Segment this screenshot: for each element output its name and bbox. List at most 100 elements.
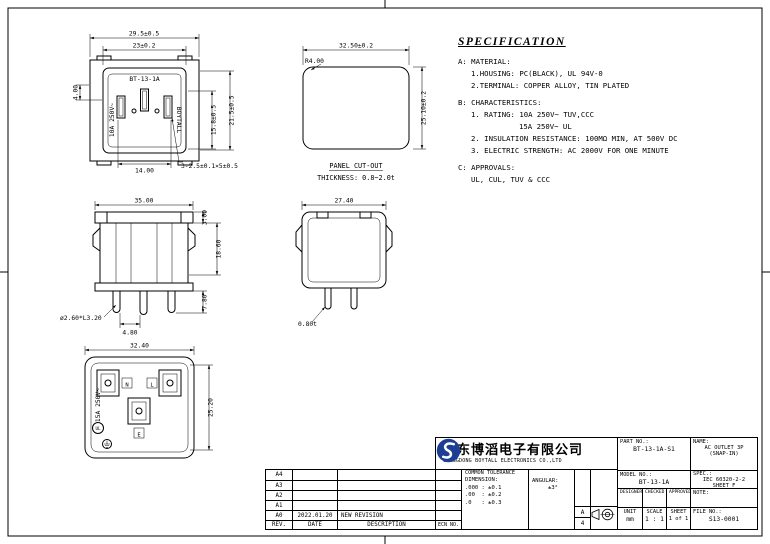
- projection-cell: [590, 506, 617, 529]
- description-cell: [337, 490, 435, 500]
- date-cell: [292, 500, 337, 510]
- back-dim-height: 25.20: [208, 398, 215, 417]
- note-cell: NOTE:: [690, 488, 757, 507]
- side-view-a-linework: [92, 201, 221, 328]
- back-terminal-live: L: [150, 383, 154, 389]
- spec-line: 2.TERMINAL: COPPER ALLOY, TIN PLATED: [471, 81, 630, 91]
- unit-value: mm: [626, 516, 634, 523]
- back-view: 32.40 N L E 15A 250V~ UL 25.20: [84, 343, 215, 459]
- spec-line: 2. INSULATION RESISTANCE: 100MΩ MIN, AT …: [471, 134, 678, 144]
- file-no-value: S13-0001: [708, 516, 740, 523]
- tolerance-title: COMMON TOLERANCE: [465, 470, 515, 476]
- spec-line: 1. RATING: 10A 250V~ TUV,CCC: [471, 109, 595, 119]
- spec-line: 3. ELECTRIC STRENGTH: AC 2000V FOR ONE M…: [471, 146, 669, 156]
- cutout-dim-radius: R4.00: [305, 58, 324, 65]
- ground-symbol-icon: [102, 439, 112, 449]
- file-no-cell: FILE NO.: S13-0001: [690, 507, 757, 529]
- side-a-dim-pin: 7.80: [202, 294, 209, 309]
- specification-section: SPECIFICATION A: MATERIAL: 1.HOUSING: PC…: [458, 36, 758, 186]
- side-a-dim-body: 18.60: [216, 239, 223, 258]
- part-no-cell: PART NO.: BT-13-1A-S1: [618, 438, 690, 470]
- scale-value: 1 : 1: [645, 516, 664, 523]
- side-a-dim-flange: 3.00: [202, 210, 209, 225]
- back-dim-width: 32.40: [130, 343, 149, 350]
- ul-mark-label: UL: [95, 426, 101, 431]
- part-no-value: BT-13-1A-S1: [633, 446, 675, 453]
- front-dim-right-inner: 15.8±0.5: [211, 105, 218, 136]
- front-dim-slots: 3-2.5±0.1×5±0.5: [181, 163, 238, 170]
- sheet-value: 1 of 1: [668, 516, 689, 522]
- front-dim-overall-width: 29.5±0.5: [129, 31, 160, 38]
- angular-label: ANGULAR:: [532, 478, 559, 484]
- date-cell: [292, 470, 337, 480]
- front-view-linework: [76, 34, 234, 168]
- side-a-dim-pitch: 4.80: [122, 330, 137, 337]
- file-no-label: FILE NO.:: [693, 509, 722, 515]
- side-view-a: 35.00 3.00 18.60 7.80 ø2.60*L3.20 4.80: [60, 198, 223, 337]
- sheet-label: SHEET: [670, 509, 687, 515]
- front-brand-label: BOYTALL: [175, 107, 182, 134]
- spec-line: B: CHARACTERISTICS:: [458, 97, 542, 107]
- company-name-cn: 广东博滔电子有限公司: [443, 442, 584, 458]
- designer-cell: DESIGNER: [618, 488, 642, 507]
- checked-cell: CHECKED: [642, 488, 666, 507]
- spec-title: SPECIFICATION: [458, 36, 566, 48]
- side-b-dim-width: 27.40: [335, 198, 354, 205]
- tolerance-block: COMMON TOLERANCE DIMENSION: .000 : ±0.1 …: [461, 469, 618, 530]
- projection-blank-cell: [590, 470, 617, 506]
- title-block: PART NO.: BT-13-1A-S1 NAME: AC OUTLET 3P…: [617, 437, 758, 530]
- ecn-cell: [435, 500, 461, 510]
- spec-value-line2: SHEET F: [712, 483, 736, 488]
- tolerance-dimension-cell: COMMON TOLERANCE DIMENSION: .000 : ±0.1 …: [462, 470, 528, 529]
- revision-table: A4 A3 A2 A1 A0 2022.01.20 NEW REVISION R…: [265, 469, 462, 530]
- side-view-b-linework: [295, 201, 393, 323]
- tolerance-angular-cell: ANGULAR: ±3°: [528, 470, 574, 529]
- spec-value-line1: IEC 60320-2-2: [702, 477, 746, 483]
- ecn-header: ECN NO.: [435, 520, 461, 529]
- cutout-caption: PANEL CUT-OUT: [329, 162, 382, 170]
- side-b-dim-thickness: 0.80t: [298, 321, 317, 328]
- sheet-cell: SHEET 1 of 1: [666, 507, 690, 529]
- front-dim-inner-width: 23±0.2: [133, 43, 156, 50]
- checked-label: CHECKED: [645, 490, 665, 495]
- paper-size-number: 4: [574, 517, 590, 529]
- back-view-linework: [84, 346, 213, 459]
- approved-cell: APPROVED: [666, 488, 690, 507]
- date-header: DATE: [292, 520, 337, 529]
- back-terminal-earth: E: [137, 433, 140, 439]
- note-label: NOTE:: [693, 490, 709, 496]
- rev-cell: A4: [275, 472, 283, 478]
- spec-line: 1.HOUSING: PC(BLACK), UL 94V-0: [471, 69, 603, 79]
- unit-cell: UNIT mm: [618, 507, 642, 529]
- front-rating-label: 10A 250V~: [109, 103, 116, 137]
- description-cell: NEW REVISION: [337, 510, 435, 520]
- cutout-dim-width: 32.50±0.2: [339, 43, 373, 50]
- tolerance-value-2: .00 : ±0.2: [465, 492, 502, 499]
- cutout-dim-height: 25.10±0.2: [421, 91, 428, 125]
- front-dim-bottom: 14.00: [135, 168, 154, 175]
- back-terminal-neutral: N: [125, 383, 128, 389]
- panel-cutout-view: 32.50±0.2 R4.00 25.10±0.2 PANEL CUT-OUT …: [302, 43, 428, 182]
- company-name-en: GUANGDONG BOYTALL ELECTRONICS CO.,LTD: [443, 457, 562, 464]
- company-block: 广东博滔电子有限公司 GUANGDONG BOYTALL ELECTRONICS…: [435, 437, 618, 470]
- spec-line: UL, CUL, TUV & CCC: [471, 174, 551, 184]
- description-cell: [337, 480, 435, 490]
- rev-cell: A3: [266, 480, 292, 490]
- side-a-dim-hole: ø2.60*L3.20: [60, 315, 102, 322]
- name-cell: NAME: AC OUTLET 3P (SNAP-IN): [690, 438, 757, 470]
- back-rating-label: 15A 250V~: [95, 388, 102, 422]
- rev-cell: A1: [266, 500, 292, 510]
- cutout-thickness: THICKNESS: 0.8~2.0t: [317, 174, 395, 182]
- description-cell: [337, 500, 435, 510]
- front-model-label: BT-13-1A: [129, 76, 160, 83]
- scale-label: SCALE: [646, 509, 663, 515]
- side-view-b: 27.40 0.80t: [295, 198, 393, 328]
- date-cell: [292, 480, 337, 490]
- side-a-dim-width: 35.00: [135, 198, 154, 205]
- front-dim-left: 4.00: [73, 85, 80, 100]
- t -olerance-value-1: .000 : ±0.1: [465, 484, 502, 491]
- name-value-line2: (SNAP-IN): [709, 451, 739, 457]
- paper-size-letter: A: [574, 506, 590, 517]
